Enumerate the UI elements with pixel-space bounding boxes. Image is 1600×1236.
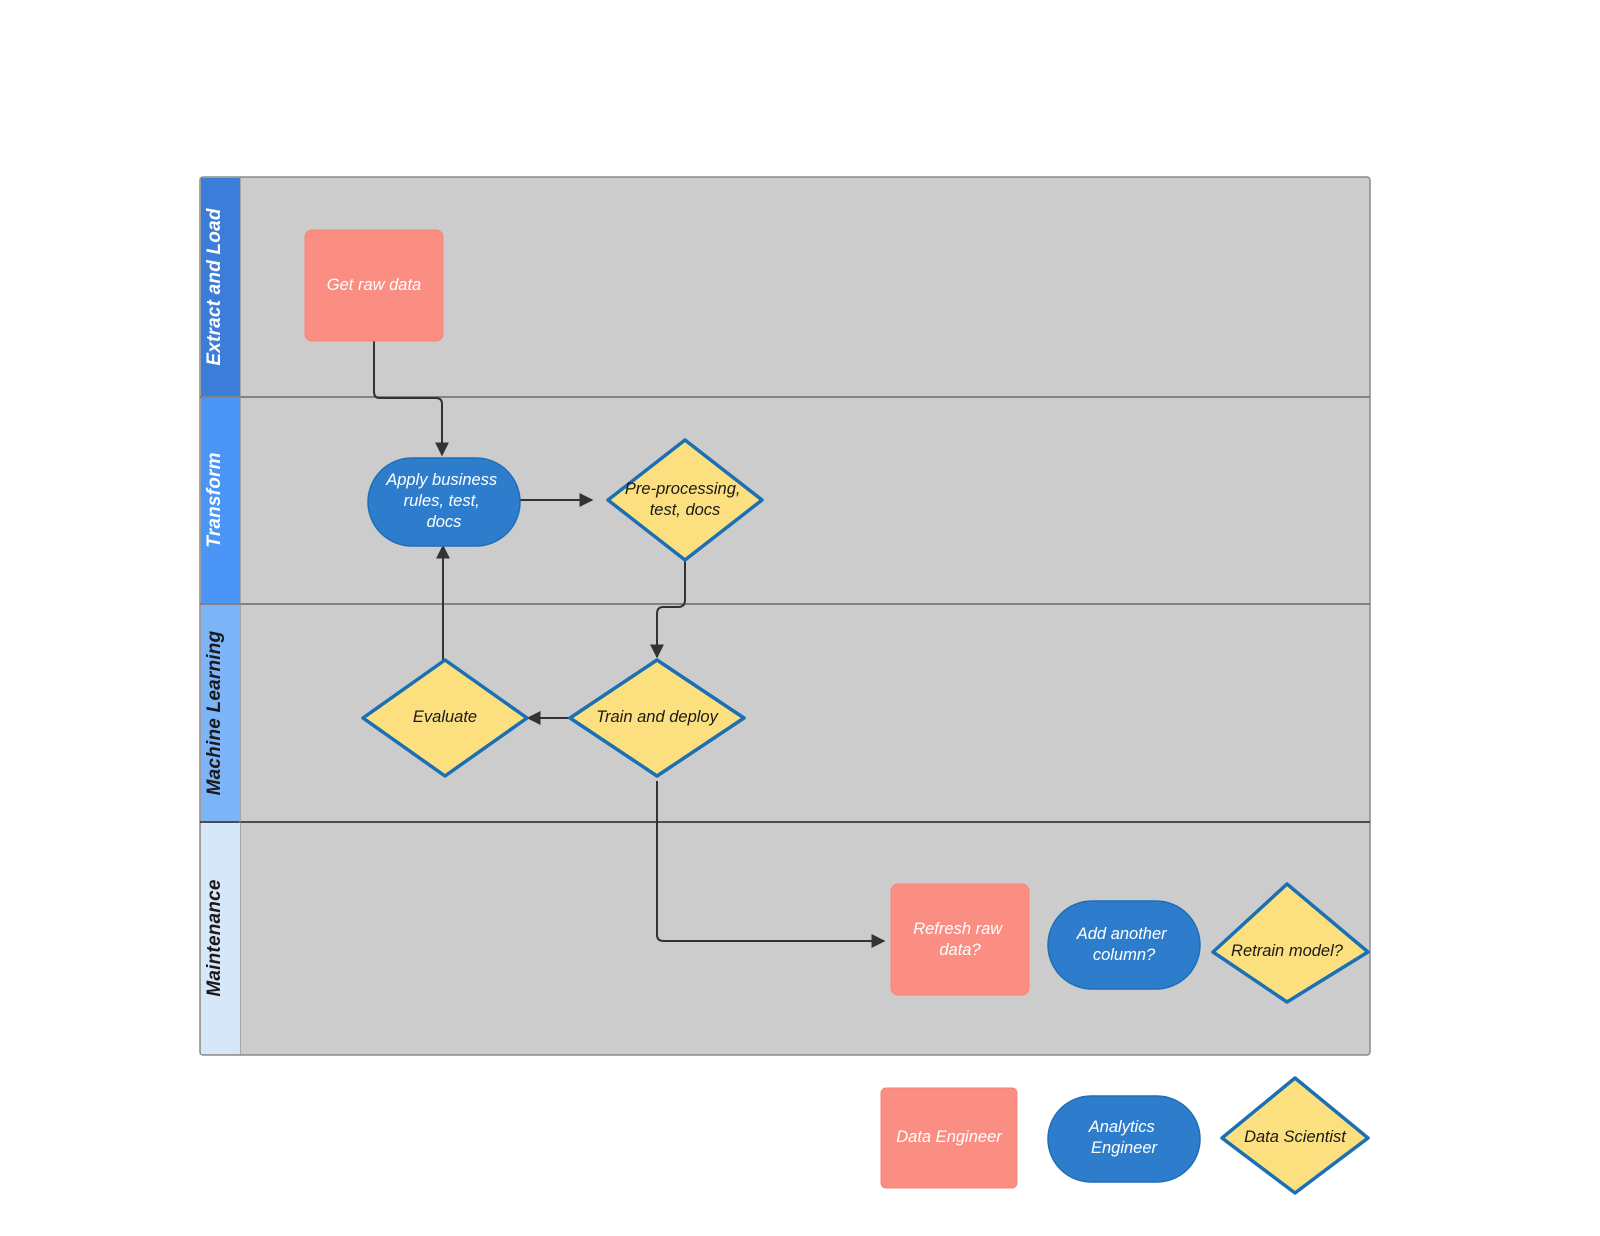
lane-label-machine-learning: Machine Learning [204,630,225,795]
legend-label-data-engineer: Data Engineer [896,1128,1003,1146]
lane-header-extract-and-load[interactable]: Extract and Load [201,178,240,396]
edge-get-raw-data-to-apply-business-rules [373,341,449,457]
legend: Data Engineer Analytics Engineer Data Sc… [880,1076,1370,1195]
lane-header-band [201,178,240,396]
node-apply-business-rules[interactable]: Apply business rules, test, docs [367,457,521,547]
connectors [373,341,886,948]
node-pre-processing[interactable]: Pre-processing, test, docs [606,438,764,562]
node-shape-rect [890,883,1030,996]
lane-header-band [201,823,240,1054]
lane-label-extract-and-load: Extract and Load [204,208,225,366]
legend-item-analytics-engineer[interactable]: Analytics Engineer [1047,1095,1201,1183]
node-refresh-raw-data[interactable]: Refresh raw data? [890,883,1030,996]
node-label-retrain-model: Retrain model? [1231,942,1344,960]
node-add-another-column[interactable]: Add another column? [1047,900,1201,990]
lane-label-maintenance: Maintenance [204,879,225,997]
node-label-apply-business-rules: Apply business rules, test, docs [385,471,502,531]
lane-header-maintenance[interactable]: Maintenance [201,823,240,1054]
legend-shape-diamond [1220,1076,1370,1195]
node-retrain-model[interactable]: Retrain model? [1211,882,1370,1004]
node-shape-diamond [606,438,764,562]
node-label-train-and-deploy: Train and deploy [596,708,719,726]
legend-label-data-scientist: Data Scientist [1244,1128,1347,1146]
node-shape-rect [304,229,444,342]
node-shape-stadium [367,457,521,547]
node-shape-stadium [1047,900,1201,990]
node-label-add-another-column: Add another column? [1076,925,1172,964]
lane-label-transform: Transform [204,452,225,547]
legend-item-data-engineer[interactable]: Data Engineer [880,1087,1018,1189]
node-shape-diamond [1211,882,1370,1004]
node-train-and-deploy[interactable]: Train and deploy [568,658,746,778]
legend-item-data-scientist[interactable]: Data Scientist [1220,1076,1370,1195]
legend-shape-stadium [1047,1095,1201,1183]
node-shape-diamond [568,658,746,778]
legend-shape-rect [880,1087,1018,1189]
edge-pre-processing-to-train-and-deploy [650,554,686,659]
lane-header-transform[interactable]: Transform [201,398,240,603]
node-label-pre-processing: Pre-processing, test, docs [625,480,745,519]
legend-label-analytics-engineer: Analytics Engineer [1088,1118,1160,1157]
edge-train-and-deploy-to-refresh-raw-data [656,781,886,948]
node-shape-diamond [361,658,529,778]
lane-header-band [201,398,240,603]
node-evaluate[interactable]: Evaluate [361,658,529,778]
lane-header-band [201,605,240,821]
node-label-evaluate: Evaluate [413,708,477,726]
node-label-get-raw-data: Get raw data [327,276,421,294]
node-get-raw-data[interactable]: Get raw data [304,229,444,342]
node-label-refresh-raw-data: Refresh raw data? [913,920,1007,959]
lane-header-machine-learning[interactable]: Machine Learning [201,605,240,821]
